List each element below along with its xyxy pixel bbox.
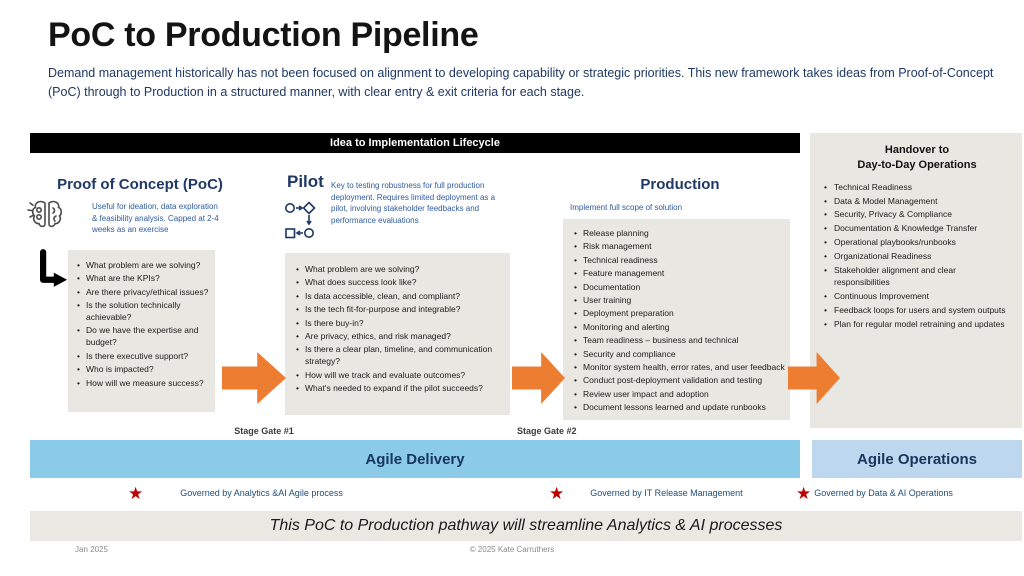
handover-panel: Handover to Day-to-Day Operations Techni…	[810, 133, 1022, 428]
handover-title-line2: Day-to-Day Operations	[857, 158, 977, 171]
governance-label: Governed by Analytics &AI Agile process	[180, 488, 343, 498]
lifecycle-banner: Idea to Implementation Lifecycle	[30, 133, 800, 153]
handover-bullet-list: Technical ReadinessData & Model Manageme…	[820, 182, 1014, 331]
agile-delivery-bar: Agile Delivery	[30, 440, 800, 478]
production-checklist-box: Release planningRisk managementTechnical…	[563, 219, 790, 420]
list-item: Release planning	[573, 228, 785, 240]
flowchart-icon	[284, 198, 320, 251]
list-item: Is there a clear plan, timeline, and com…	[295, 344, 504, 368]
pilot-checklist-box: What problem are we solving?What does su…	[285, 253, 510, 415]
list-item: Technical Readiness	[820, 182, 1014, 194]
list-item: Data & Model Management	[820, 196, 1014, 208]
poc-stage-title: Proof of Concept (PoC)	[57, 176, 223, 193]
list-item: Conduct post-deployment validation and t…	[573, 375, 785, 387]
poc-bullet-list: What problem are we solving?What are the…	[76, 260, 210, 389]
handover-title: Handover to Day-to-Day Operations	[820, 143, 1014, 173]
list-item: What are the KPIs?	[76, 273, 210, 285]
handover-title-line1: Handover to	[884, 144, 950, 156]
arrow-pilot-to-production-icon	[512, 352, 565, 404]
pilot-description: Key to testing robustness for full produ…	[331, 181, 496, 225]
brain-idea-icon	[25, 196, 67, 241]
elbow-arrow-icon	[36, 248, 68, 297]
governance-item: ★ Governed by Analytics &AI Agile proces…	[128, 484, 343, 502]
page-title: PoC to Production Pipeline	[48, 16, 479, 54]
list-item: Deployment preparation	[573, 308, 785, 320]
list-item: Technical readiness	[573, 255, 785, 267]
list-item: Are there privacy/ethical issues?	[76, 287, 210, 299]
production-bullet-list: Release planningRisk managementTechnical…	[573, 228, 785, 414]
list-item: What problem are we solving?	[76, 260, 210, 272]
list-item: Documentation & Knowledge Transfer	[820, 223, 1014, 235]
stage-gate-1-label: Stage Gate #1	[234, 426, 294, 436]
list-item: Is data accessible, clean, and compliant…	[295, 291, 504, 303]
governance-item: ★ Governed by IT Release Management	[549, 484, 743, 502]
list-item: Is there executive support?	[76, 351, 210, 363]
list-item: Feedback loops for users and system outp…	[820, 305, 1014, 317]
list-item: What's needed to expand if the pilot suc…	[295, 383, 504, 395]
list-item: Feature management	[573, 268, 785, 280]
list-item: What does success look like?	[295, 277, 504, 289]
pilot-bullet-list: What problem are we solving?What does su…	[295, 264, 504, 395]
list-item: Risk management	[573, 241, 785, 253]
arrow-poc-to-pilot-icon	[222, 352, 286, 404]
list-item: Security, Privacy & Compliance	[820, 209, 1014, 221]
pilot-stage-title: Pilot	[287, 172, 324, 191]
list-item: User training	[573, 295, 785, 307]
list-item: Document lessons learned and update runb…	[573, 402, 785, 414]
poc-checklist-box: What problem are we solving?What are the…	[68, 250, 215, 412]
tagline-band: This PoC to Production pathway will stre…	[30, 511, 1022, 541]
list-item: Monitor system health, error rates, and …	[573, 362, 785, 374]
list-item: How will we track and evaluate outcomes?	[295, 370, 504, 382]
page-subtitle: Demand management historically has not b…	[48, 66, 994, 100]
list-item: Who is impacted?	[76, 364, 210, 376]
list-item: Do we have the expertise and budget?	[76, 325, 210, 349]
list-item: Continuous Improvement	[820, 291, 1014, 303]
star-icon: ★	[128, 483, 144, 503]
list-item: Are privacy, ethics, and risk managed?	[295, 331, 504, 343]
production-description: Implement full scope of solution	[570, 203, 683, 212]
list-item: How will we measure success?	[76, 378, 210, 390]
list-item: Is the tech fit-for-purpose and integrab…	[295, 304, 504, 316]
list-item: Security and compliance	[573, 349, 785, 361]
list-item: Monitoring and alerting	[573, 322, 785, 334]
governance-item: ★ Governed by Data & AI Operations	[796, 484, 953, 502]
footer-copyright: © 2025 Kate Carruthers	[469, 545, 555, 554]
star-icon: ★	[796, 483, 812, 503]
list-item: Plan for regular model retraining and up…	[820, 319, 1014, 331]
star-icon: ★	[549, 483, 565, 503]
list-item: What problem are we solving?	[295, 264, 504, 276]
production-stage-title: Production	[640, 176, 720, 193]
list-item: Team readiness – business and technical	[573, 335, 785, 347]
list-item: Operational playbooks/runbooks	[820, 237, 1014, 249]
poc-description: Useful for ideation, data exploration & …	[92, 202, 219, 235]
list-item: Organizational Readiness	[820, 251, 1014, 263]
stage-gate-2-label: Stage Gate #2	[517, 426, 577, 436]
list-item: Is there buy-in?	[295, 318, 504, 330]
governance-label: Governed by IT Release Management	[590, 488, 743, 498]
agile-operations-bar: Agile Operations	[812, 440, 1022, 478]
footer-date: Jan 2025	[75, 545, 108, 554]
list-item: Review user impact and adoption	[573, 389, 785, 401]
list-item: Is the solution technically achievable?	[76, 300, 210, 324]
governance-label: Governed by Data & AI Operations	[814, 488, 953, 498]
list-item: Stakeholder alignment and clear responsi…	[820, 265, 1014, 289]
list-item: Documentation	[573, 282, 785, 294]
